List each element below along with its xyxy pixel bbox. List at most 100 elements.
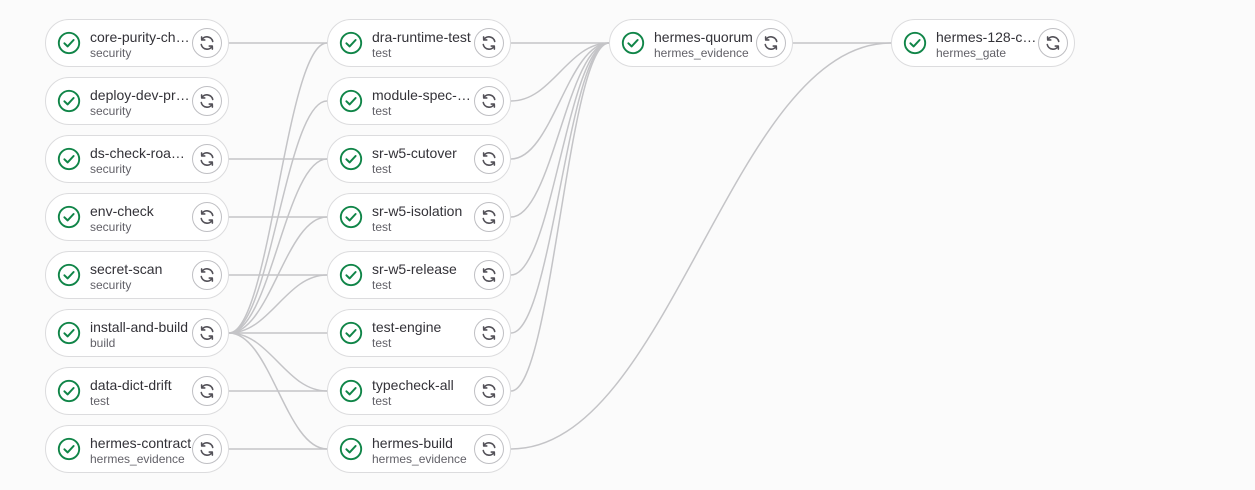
retry-button[interactable] [192,434,222,464]
check-circle-icon [57,205,81,229]
retry-button[interactable] [474,318,504,348]
dependency-link [510,42,610,102]
check-circle-icon [339,89,363,113]
job-name: secret-scan [90,261,163,277]
retry-icon [482,442,496,456]
retry-button[interactable] [474,86,504,116]
job-text: install-and-build build [90,319,192,350]
retry-button[interactable] [474,376,504,406]
retry-icon [482,326,496,340]
job-node-0-1[interactable]: deploy-dev-preview security [45,77,229,125]
dependency-link [510,42,610,392]
retry-button[interactable] [192,260,222,290]
job-text: module-spec-test test [372,87,474,118]
job-name: hermes-contract [90,435,192,451]
check-circle-icon [339,147,363,171]
check-circle-icon [57,263,81,287]
job-stage: test [372,394,392,408]
retry-button[interactable] [1038,28,1068,58]
retry-icon [200,94,214,108]
dependency-link [228,332,328,450]
job-node-0-3[interactable]: env-check security [45,193,229,241]
job-text: hermes-build hermes_evidence [372,435,474,466]
dependency-link [228,216,328,334]
job-name: module-spec-test [372,87,474,103]
check-circle-icon [339,437,363,461]
job-text: env-check security [90,203,192,234]
job-node-0-7[interactable]: hermes-contract hermes_evidence [45,425,229,473]
job-node-0-6[interactable]: data-dict-drift test [45,367,229,415]
job-text: secret-scan security [90,261,192,292]
retry-button[interactable] [474,434,504,464]
job-node-0-4[interactable]: secret-scan security [45,251,229,299]
job-name: data-dict-drift [90,377,172,393]
check-circle-icon [339,205,363,229]
job-node-1-5[interactable]: test-engine test [327,309,511,357]
retry-button[interactable] [192,28,222,58]
job-node-0-2[interactable]: ds-check-roadmap security [45,135,229,183]
job-node-1-3[interactable]: sr-w5-isolation test [327,193,511,241]
job-text: ds-check-roadmap security [90,145,192,176]
retry-icon [482,36,496,50]
job-node-1-7[interactable]: hermes-build hermes_evidence [327,425,511,473]
job-text: sr-w5-cutover test [372,145,474,176]
retry-button[interactable] [474,260,504,290]
retry-button[interactable] [474,28,504,58]
job-text: core-purity-check security [90,29,192,60]
job-stage: security [90,220,132,234]
job-name: sr-w5-release [372,261,457,277]
job-stage: security [90,46,132,60]
check-circle-icon [621,31,645,55]
check-circle-icon [339,263,363,287]
check-circle-icon [57,31,81,55]
check-circle-icon [57,321,81,345]
retry-icon [200,268,214,282]
job-stage: security [90,278,132,292]
check-circle-icon [57,437,81,461]
job-name: test-engine [372,319,442,335]
job-name: sr-w5-isolation [372,203,463,219]
job-name: env-check [90,203,154,219]
retry-icon [482,268,496,282]
job-text: sr-w5-isolation test [372,203,474,234]
retry-button[interactable] [192,376,222,406]
job-name: typecheck-all [372,377,454,393]
retry-button[interactable] [474,202,504,232]
job-node-1-1[interactable]: module-spec-test test [327,77,511,125]
job-name: hermes-build [372,435,453,451]
retry-button[interactable] [192,202,222,232]
job-node-2-0[interactable]: hermes-quorum hermes_evidence [609,19,793,67]
retry-icon [482,210,496,224]
job-node-1-6[interactable]: typecheck-all test [327,367,511,415]
job-node-3-0[interactable]: hermes-128-check hermes_gate [891,19,1075,67]
job-stage: hermes_evidence [90,452,185,466]
retry-icon [482,152,496,166]
retry-button[interactable] [756,28,786,58]
job-stage: test [372,46,392,60]
dependency-link [228,42,328,334]
job-name: hermes-quorum [654,29,753,45]
job-text: hermes-128-check hermes_gate [936,29,1038,60]
job-node-1-4[interactable]: sr-w5-release test [327,251,511,299]
retry-icon [200,442,214,456]
job-node-0-5[interactable]: install-and-build build [45,309,229,357]
check-circle-icon [339,379,363,403]
job-stage: test [372,162,392,176]
dependency-link [510,42,892,450]
job-name: sr-w5-cutover [372,145,457,161]
job-stage: hermes_evidence [654,46,749,60]
retry-button[interactable] [192,318,222,348]
job-node-1-0[interactable]: dra-runtime-test test [327,19,511,67]
job-stage: test [372,104,392,118]
job-stage: hermes_gate [936,46,1007,60]
dependency-link [228,274,328,334]
job-stage: test [372,336,392,350]
retry-button[interactable] [474,144,504,174]
retry-icon [764,36,778,50]
job-text: test-engine test [372,319,474,350]
check-circle-icon [339,321,363,345]
retry-button[interactable] [192,86,222,116]
job-node-0-0[interactable]: core-purity-check security [45,19,229,67]
retry-button[interactable] [192,144,222,174]
job-node-1-2[interactable]: sr-w5-cutover test [327,135,511,183]
